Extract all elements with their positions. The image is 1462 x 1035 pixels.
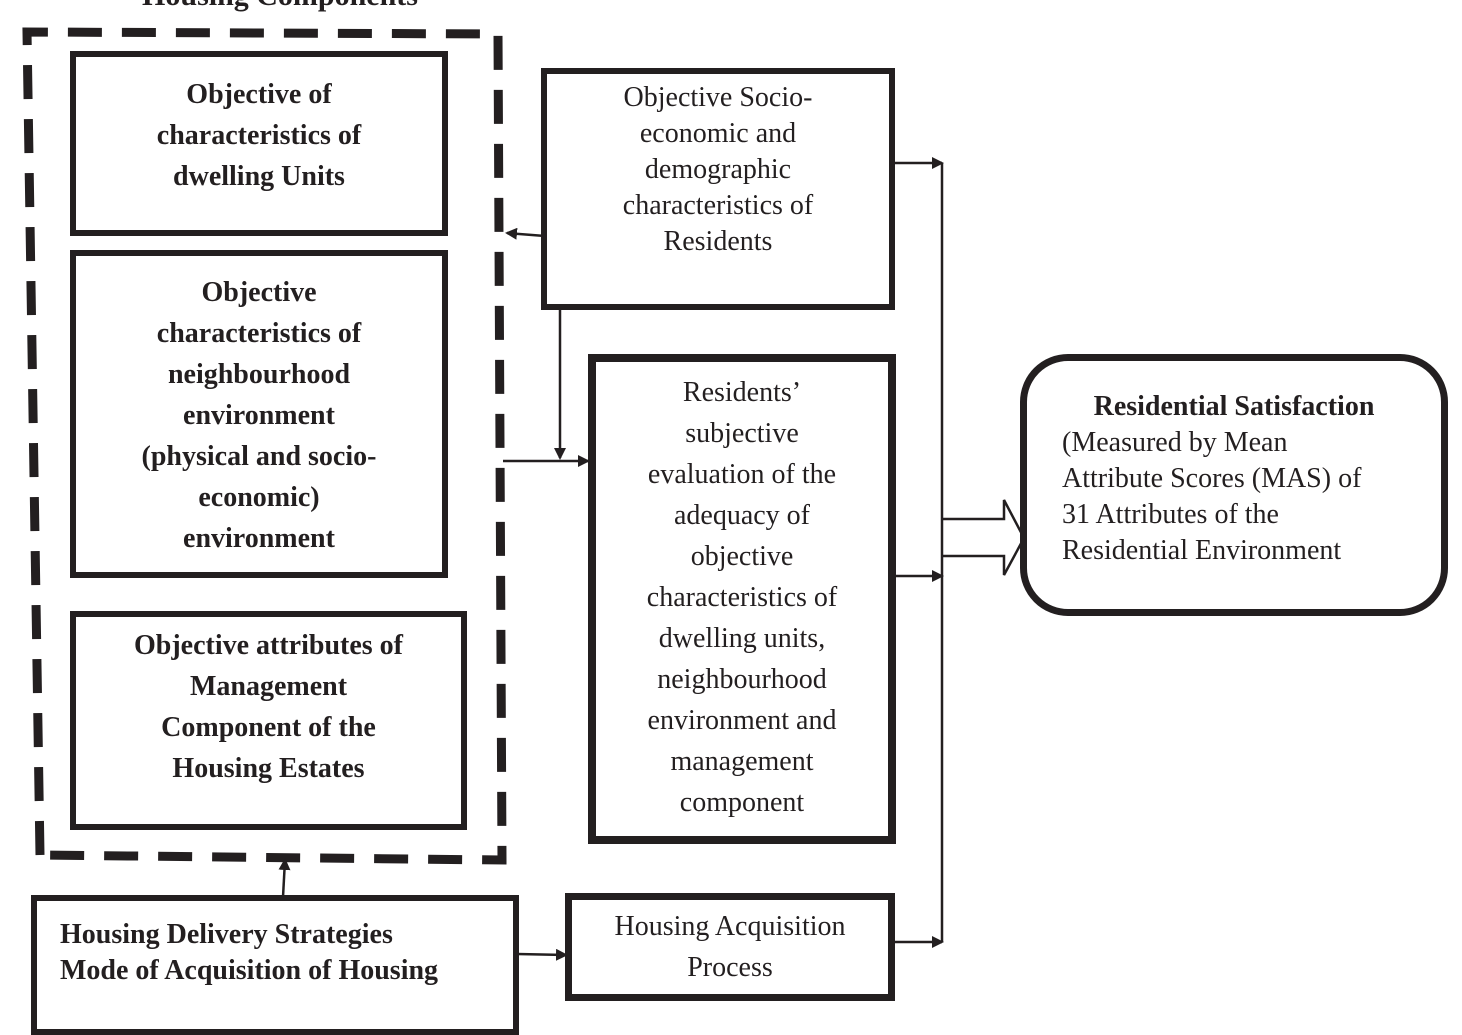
housing-components-title: Housing Components [0,0,560,14]
satisfaction-description: (Measured by Mean Attribute Scores (MAS)… [1062,427,1362,566]
box-residential-satisfaction: Residential Satisfaction (Measured by Me… [1020,354,1448,616]
box-neighbourhood-environment: Objective characteristics of neighbourho… [70,250,448,578]
box-management-component: Objective attributes of Management Compo… [70,611,467,830]
box-socio-economic-characteristics: Objective Socio- economic and demographi… [541,68,895,310]
satisfaction-title: Residential Satisfaction [1093,391,1375,422]
box-dwelling-units: Objective of characteristics of dwelling… [70,51,448,236]
arrow-delivery-to-acquisition [516,948,568,961]
box-housing-acquisition-process: Housing Acquisition Process [565,893,895,1001]
box-subjective-evaluation: Residents’ subjective evaluation of the … [588,354,896,844]
arrow-delivery-to-components [278,858,291,898]
box-housing-delivery-strategies: Housing Delivery Strategies Mode of Acqu… [31,895,519,1035]
arrow-socio-to-components [505,227,546,240]
arrow-to-satisfaction [942,499,1026,576]
